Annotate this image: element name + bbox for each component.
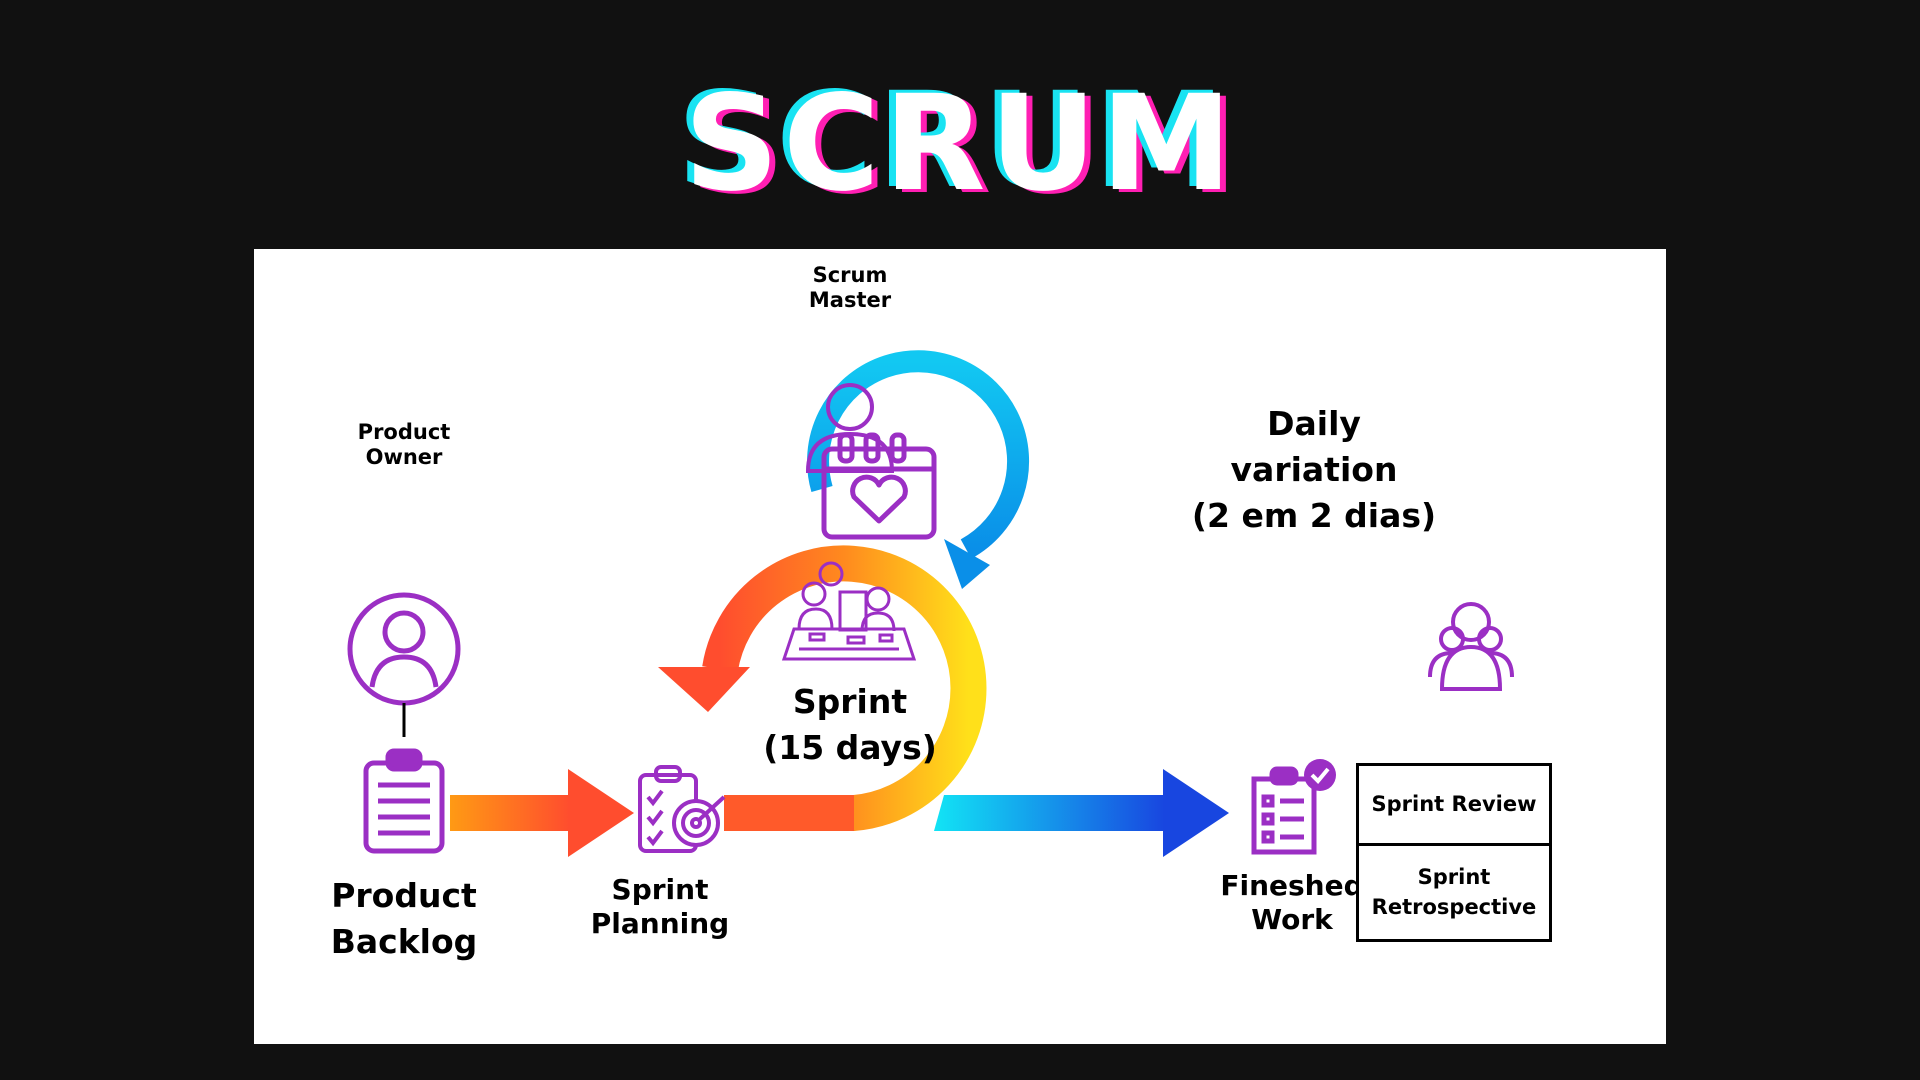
sprint-review-cell: Sprint Review bbox=[1359, 766, 1549, 846]
calendar-heart-icon bbox=[821, 432, 937, 540]
product-owner-user-circle-icon bbox=[347, 592, 461, 706]
scrum-master-label: Scrum Master bbox=[808, 263, 892, 313]
team-group-icon bbox=[1428, 602, 1514, 691]
finished-work-checklist-icon bbox=[1251, 759, 1336, 855]
daily-cycle-arrow bbox=[807, 350, 1030, 589]
team-meeting-icon bbox=[781, 561, 917, 661]
sprint-ceremonies-box: Sprint Review Sprint Retrospective bbox=[1356, 763, 1552, 942]
sprint-retrospective-cell: Sprint Retrospective bbox=[1371, 865, 1537, 919]
clipboard-list-icon bbox=[363, 748, 445, 854]
backlog-to-planning-arrow bbox=[450, 769, 634, 857]
product-backlog-label: Product Backlog bbox=[330, 876, 478, 962]
sprint-to-finished-arrow bbox=[934, 769, 1229, 857]
product-owner-label: Product Owner bbox=[357, 420, 451, 470]
clipboard-target-icon bbox=[638, 765, 726, 853]
finished-work-label: Fineshed Work bbox=[1220, 869, 1364, 936]
sprint-planning-label: Sprint Planning bbox=[590, 873, 730, 940]
daily-variation-label: Daily variation (2 em 2 dias) bbox=[1191, 404, 1437, 536]
sprint-label: Sprint (15 days) bbox=[763, 682, 937, 768]
sprint-loop-arrow bbox=[658, 545, 987, 831]
page-title: SCRUM bbox=[683, 67, 1237, 221]
scrum-diagram bbox=[347, 350, 1514, 857]
scrum-diagram-panel: Scrum Master Product Owner Daily variati… bbox=[254, 249, 1666, 1044]
